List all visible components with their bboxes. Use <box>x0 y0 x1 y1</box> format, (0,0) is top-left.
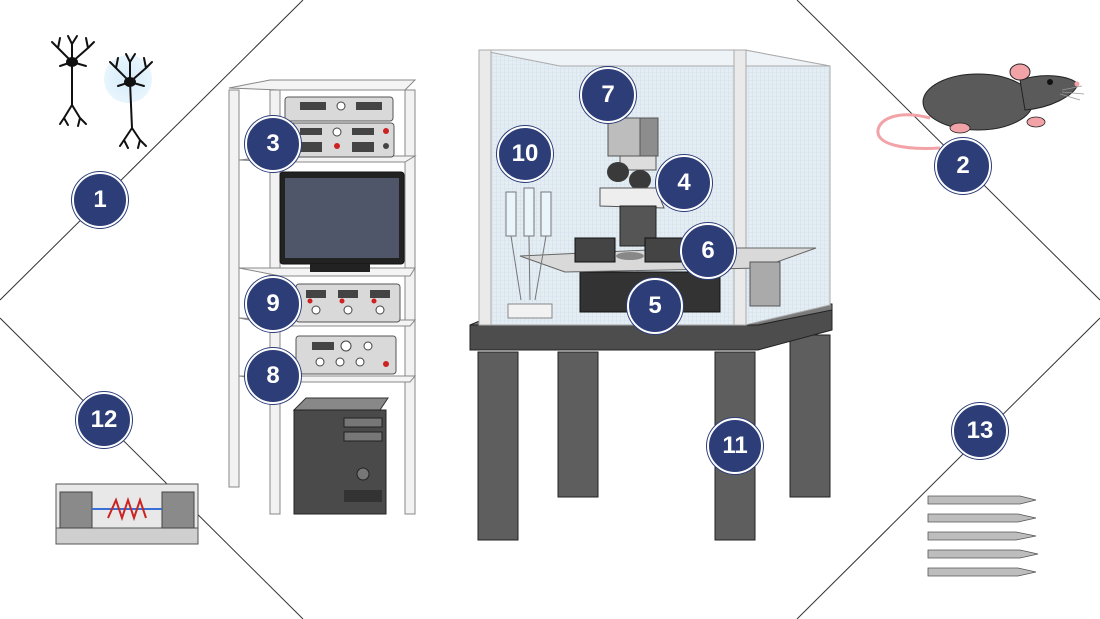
label-badge-13: 13 <box>952 403 1008 459</box>
recording-chamber <box>55 483 199 545</box>
label-badge-9: 9 <box>245 276 301 332</box>
amplifier-unit-3 <box>284 96 395 158</box>
rat-icon <box>876 63 1085 150</box>
label-badge-11: 11 <box>707 418 763 474</box>
perfusion-syringes <box>505 187 553 319</box>
amplifier-unit-9 <box>295 283 401 323</box>
pc-tower <box>292 397 389 515</box>
label-badge-4: 4 <box>656 155 712 211</box>
anti-vibration-table <box>469 303 833 541</box>
label-badge-12: 12 <box>76 392 132 448</box>
computer-monitor <box>279 171 405 272</box>
label-badge-1: 1 <box>72 172 128 228</box>
label-badge-3: 3 <box>245 116 301 172</box>
amplifier-unit-8 <box>295 335 397 375</box>
label-badge-10: 10 <box>497 126 553 182</box>
label-badge-5: 5 <box>627 278 683 334</box>
label-badge-2: 2 <box>935 138 991 194</box>
glass-pipettes <box>927 495 1039 577</box>
label-badge-6: 6 <box>680 223 736 279</box>
label-badge-8: 8 <box>245 348 301 404</box>
label-badge-7: 7 <box>580 67 636 123</box>
neurons-icon <box>51 35 153 149</box>
